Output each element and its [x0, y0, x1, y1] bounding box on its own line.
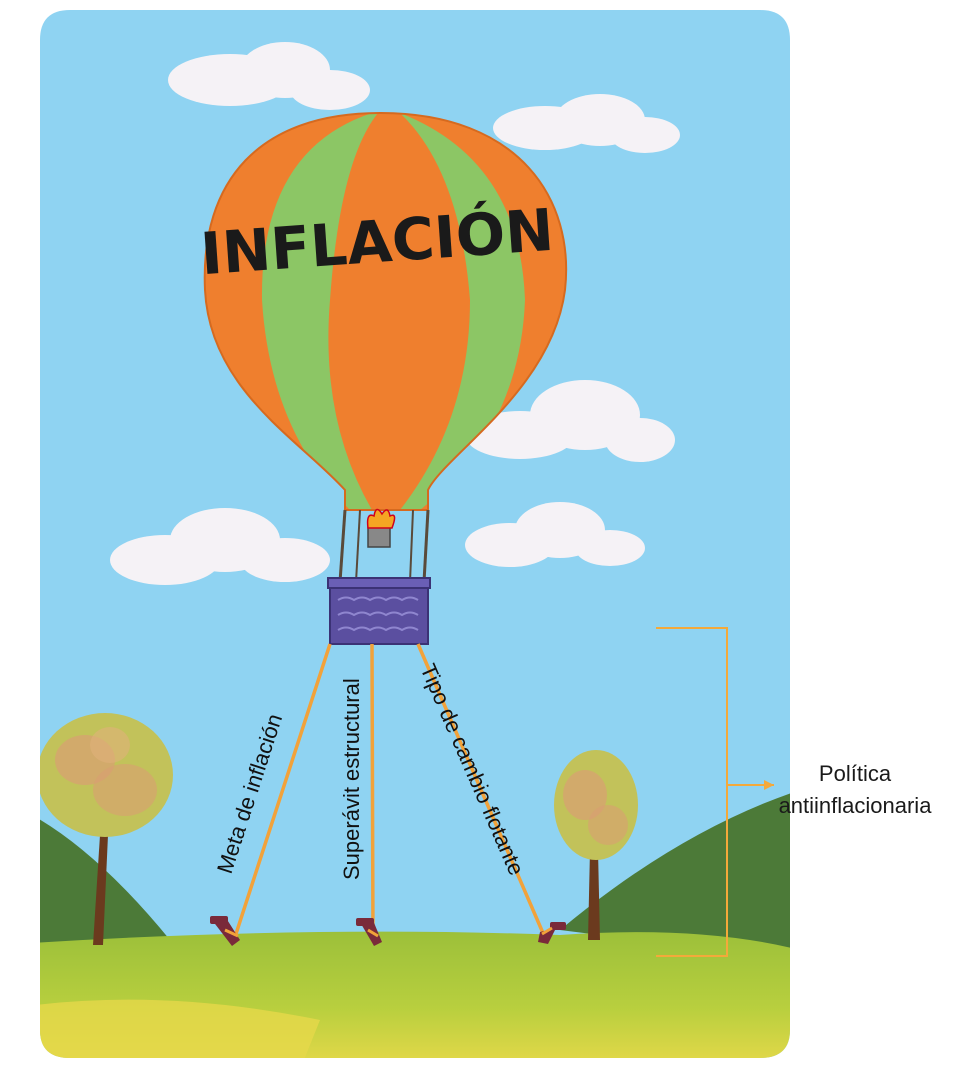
left-tree	[40, 713, 173, 945]
cloud	[465, 502, 645, 567]
cloud	[110, 508, 330, 585]
cloud	[465, 380, 675, 462]
right-hill	[560, 790, 790, 960]
rope-center	[370, 643, 375, 943]
cloud	[493, 94, 680, 153]
rope-left	[232, 643, 332, 941]
basket	[327, 577, 431, 645]
policy-bracket	[656, 627, 774, 957]
rope-label-superavit: Superávit estructural	[339, 678, 364, 880]
flame	[366, 508, 396, 529]
grass-highlight	[40, 999, 320, 1058]
right-tree	[554, 750, 638, 940]
policy-label: Política antiinflacionaria	[750, 758, 954, 822]
policy-label-line2: antiinflacionaria	[778, 793, 932, 818]
burner	[338, 508, 430, 583]
cloud	[168, 42, 370, 110]
rope-right	[416, 643, 548, 941]
policy-label-line1: Política	[818, 761, 892, 786]
left-hill	[40, 800, 170, 960]
